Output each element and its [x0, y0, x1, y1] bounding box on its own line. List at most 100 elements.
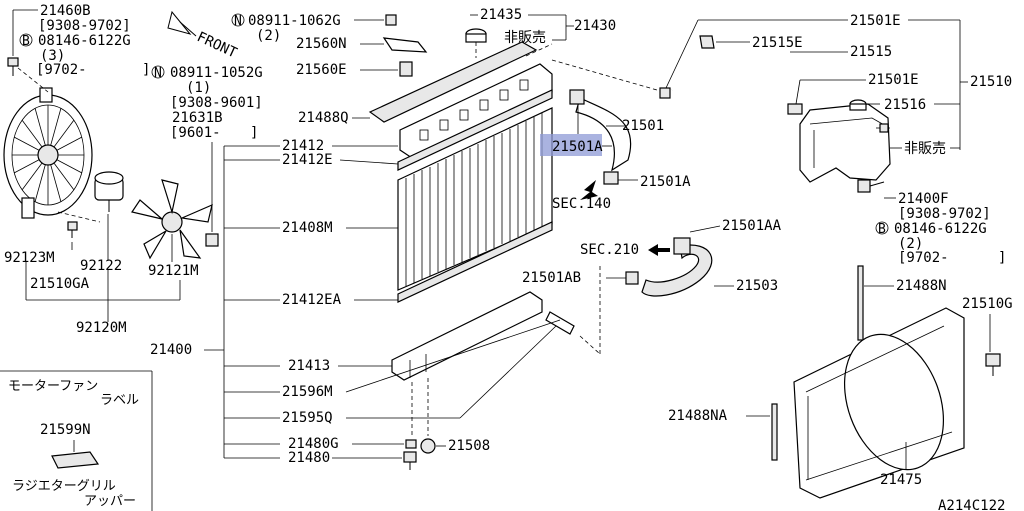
label-21488Q: 21488Q — [298, 110, 349, 126]
gasket-21412E[interactable] — [397, 89, 553, 171]
label-21595Q: 21595Q — [282, 410, 333, 426]
label-92120M: 92120M — [76, 320, 127, 336]
bushing-21508[interactable] — [420, 438, 436, 454]
label-motor-fan: モーターファン — [8, 379, 98, 394]
label-21408M: 21408M — [282, 220, 333, 236]
fan-blade-92121M[interactable] — [131, 179, 213, 260]
label-21503: 21503 — [736, 278, 778, 294]
seal-21488NA[interactable] — [771, 403, 778, 461]
label-21508: 21508 — [448, 438, 490, 454]
bolt-21400F[interactable] — [857, 179, 885, 193]
label-21501E-top: 21501E — [850, 13, 901, 29]
reservoir-tank-21510[interactable] — [799, 103, 891, 183]
upper-hose-21501[interactable] — [575, 97, 632, 172]
hose-clamp-21501AB[interactable] — [625, 271, 639, 285]
label-21400: 21400 — [150, 342, 192, 358]
label-21412EA: 21412EA — [282, 292, 342, 308]
label-sec210[interactable]: SEC.210 — [580, 242, 639, 258]
grommet-21560E[interactable] — [399, 61, 413, 77]
drain-plug-21480G[interactable] — [405, 439, 417, 449]
label-21515E: 21515E — [752, 35, 803, 51]
label-date-9308-9601: [9308-9601] — [170, 95, 263, 111]
reservoir-cap-21516[interactable] — [849, 99, 867, 111]
clip-21515E[interactable] — [699, 35, 715, 49]
lower-tank-21413[interactable] — [391, 291, 543, 381]
gasket-21412EA[interactable] — [397, 221, 553, 303]
label-21560E: 21560E — [296, 62, 347, 78]
front-arrow-icon: FRONT — [167, 10, 240, 62]
hose-clamp-21501A-upper[interactable] — [569, 89, 585, 105]
label-08911-1052G: 08911-1052G — [170, 65, 263, 81]
label-21460B: 21460B — [40, 3, 91, 19]
label-date-9308-9702: [9308-9702] — [898, 206, 991, 222]
hose-clamp-21501A-lower[interactable] — [603, 171, 619, 185]
hose-clip-21501E-mid[interactable] — [787, 103, 803, 115]
label-21430: 21430 — [574, 18, 616, 34]
label-08146-6122G-2: 08146-6122G — [894, 221, 987, 237]
svg-text:N: N — [234, 14, 242, 29]
label-21501E-mid: 21501E — [868, 72, 919, 88]
reservoir-grommet — [879, 123, 889, 133]
svg-text:B: B — [22, 34, 30, 49]
label-date-9702-close: ] — [142, 62, 150, 78]
drain-cock-21595Q[interactable] — [545, 311, 575, 335]
label-21510GA: 21510GA — [30, 276, 90, 292]
label-21501A-highlighted[interactable]: 21501A — [552, 139, 603, 155]
label-21501A-lower: 21501A — [640, 174, 691, 190]
label-radiator-grille: ラジエターグリル — [12, 479, 116, 494]
label-qty-3: (3) — [40, 48, 65, 64]
overflow-hose-21515[interactable] — [671, 54, 798, 104]
label-92121M: 92121M — [148, 263, 199, 279]
circled-n-symbol-1: N — [231, 13, 245, 29]
label-not-sold: 非販売 — [504, 30, 546, 46]
fan-assembly — [3, 9, 213, 322]
fan-motor-92122[interactable] — [94, 171, 124, 212]
label-21501AB: 21501AB — [522, 270, 581, 286]
seal-21488Q[interactable] — [368, 41, 538, 123]
label-21631B: 21631B — [172, 110, 223, 126]
label-grille-upper: アッパー — [84, 494, 136, 509]
label-21412E: 21412E — [282, 152, 333, 168]
hose-clip-21501E-top[interactable] — [659, 87, 671, 99]
bracket-21560N[interactable] — [382, 37, 428, 53]
lower-hose-21503[interactable] — [641, 244, 713, 297]
seal-21488N[interactable] — [857, 265, 864, 341]
highlight-21501A — [540, 134, 602, 156]
label-21412: 21412 — [282, 138, 324, 154]
bolt-21460B[interactable] — [7, 57, 19, 76]
label-qty-1: (1) — [186, 80, 211, 96]
label-21460B-date: [9308-9702] — [38, 18, 131, 34]
label-21510: 21510 — [970, 74, 1012, 90]
label-date-9702: [9702- — [36, 62, 87, 78]
label-notes-box: モーターファン ラベル 21599N ラジエターグリル アッパー — [0, 370, 153, 511]
diagram-code: A214C122 — [938, 498, 1005, 511]
label-21501: 21501 — [622, 118, 664, 134]
label-92122: 92122 — [80, 258, 122, 274]
label-21400F: 21400F — [898, 191, 949, 207]
label-not-sold-2: 非販売 — [904, 141, 946, 157]
radiator-cap-21430[interactable] — [465, 28, 487, 43]
svg-text:FRONT: FRONT — [194, 29, 239, 62]
hose-clamp-21501AA[interactable] — [673, 237, 691, 255]
label-sticker-21599N[interactable] — [51, 451, 100, 469]
label-21480: 21480 — [288, 450, 330, 466]
fan-shroud-21475[interactable] — [793, 307, 965, 499]
label-92123M: 92123M — [4, 250, 55, 266]
label-21515: 21515 — [850, 44, 892, 60]
label-08146-6122G: 08146-6122G — [38, 33, 131, 49]
label-21516: 21516 — [884, 97, 926, 113]
label-date-9601-close: ] — [250, 125, 258, 141]
bolt-21510G[interactable] — [985, 353, 1001, 376]
circled-n-symbol-2: N — [151, 65, 165, 81]
nut-21631B[interactable] — [205, 233, 219, 247]
bolt-21480[interactable] — [403, 451, 417, 470]
circled-b-symbol-2: B — [875, 221, 889, 237]
label-21596M: 21596M — [282, 384, 333, 400]
circled-b-symbol: B — [19, 33, 33, 49]
screw-92123M[interactable] — [67, 221, 78, 238]
label-21599N: 21599N — [40, 422, 91, 438]
label-qty-2: (2) — [256, 28, 281, 44]
shroud-bracket — [21, 197, 35, 219]
label-sec140[interactable]: SEC.140 — [552, 196, 611, 212]
nut-08911-1062G[interactable] — [385, 14, 397, 26]
